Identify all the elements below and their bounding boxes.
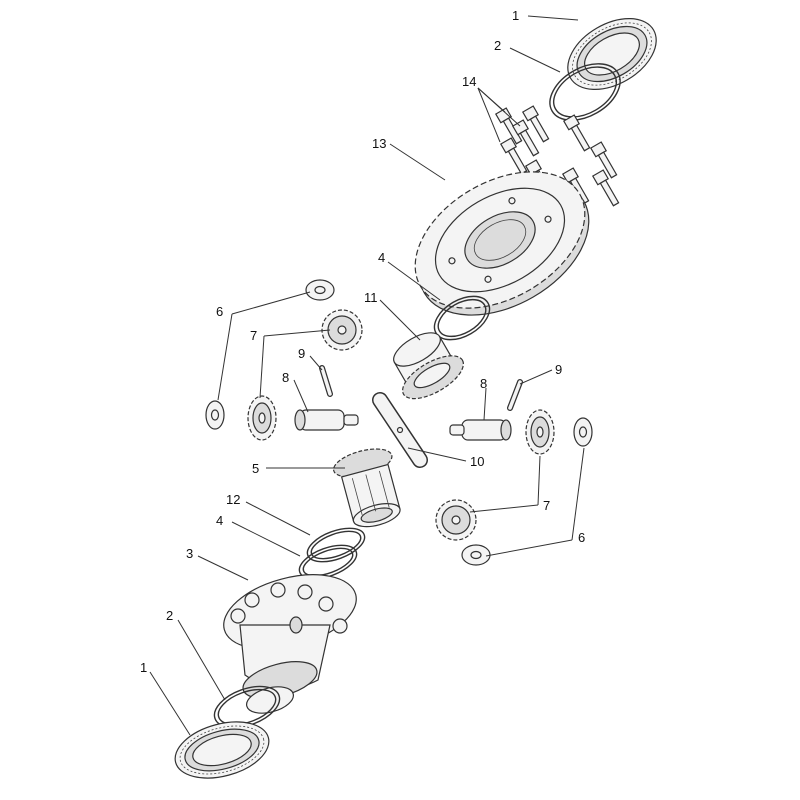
pinion-gear-right [525, 409, 555, 455]
callout-5: 5 [252, 461, 259, 476]
thrust-washer-3 [573, 417, 593, 447]
callout-12: 12 [226, 492, 240, 507]
cross-shaft [372, 392, 428, 468]
callout-1-top: 1 [512, 8, 519, 23]
callout-3: 3 [186, 546, 193, 561]
side-gear-bottom [333, 448, 401, 528]
callout-2-top: 2 [494, 38, 501, 53]
callout-11: 11 [364, 290, 378, 305]
side-gear-top [393, 332, 464, 400]
pinion-gear-bottom [435, 499, 477, 541]
callout-1-bottom: 1 [140, 660, 147, 675]
pin-left [319, 365, 333, 397]
callout-13: 13 [372, 136, 386, 151]
bearing-top [567, 18, 657, 90]
pinion-gear-left [247, 395, 277, 441]
pinion-gear-top [321, 309, 363, 351]
callout-10: 10 [470, 454, 484, 469]
callout-9-right: 9 [555, 362, 562, 377]
pin-right [507, 379, 523, 411]
callout-7-right: 7 [543, 498, 550, 513]
ring-gear [414, 171, 590, 316]
callout-6-right: 6 [578, 530, 585, 545]
bearing-bottom [174, 721, 270, 779]
bolts [494, 105, 620, 207]
thrust-washer-1 [305, 279, 335, 301]
callout-8-right: 8 [480, 376, 487, 391]
callout-14: 14 [462, 74, 476, 89]
callout-8-left: 8 [282, 370, 289, 385]
short-shaft-left [294, 409, 359, 431]
callout-7-left: 7 [250, 328, 257, 343]
callout-9-left: 9 [298, 346, 305, 361]
callout-6-left: 6 [216, 304, 223, 319]
leader-lines [149, 15, 585, 736]
shim-top [549, 63, 621, 121]
callout-2-bottom: 2 [166, 608, 173, 623]
thrust-washer-2 [205, 400, 225, 430]
short-shaft-right [449, 419, 512, 441]
thrust-washer-4 [461, 544, 491, 566]
callout-4-bottom: 4 [216, 513, 223, 528]
callouts: 1 2 14 13 4 11 6 7 9 8 8 9 10 5 7 12 6 4… [140, 8, 585, 675]
callout-4-top: 4 [378, 250, 385, 265]
washer-bottom [298, 544, 358, 580]
